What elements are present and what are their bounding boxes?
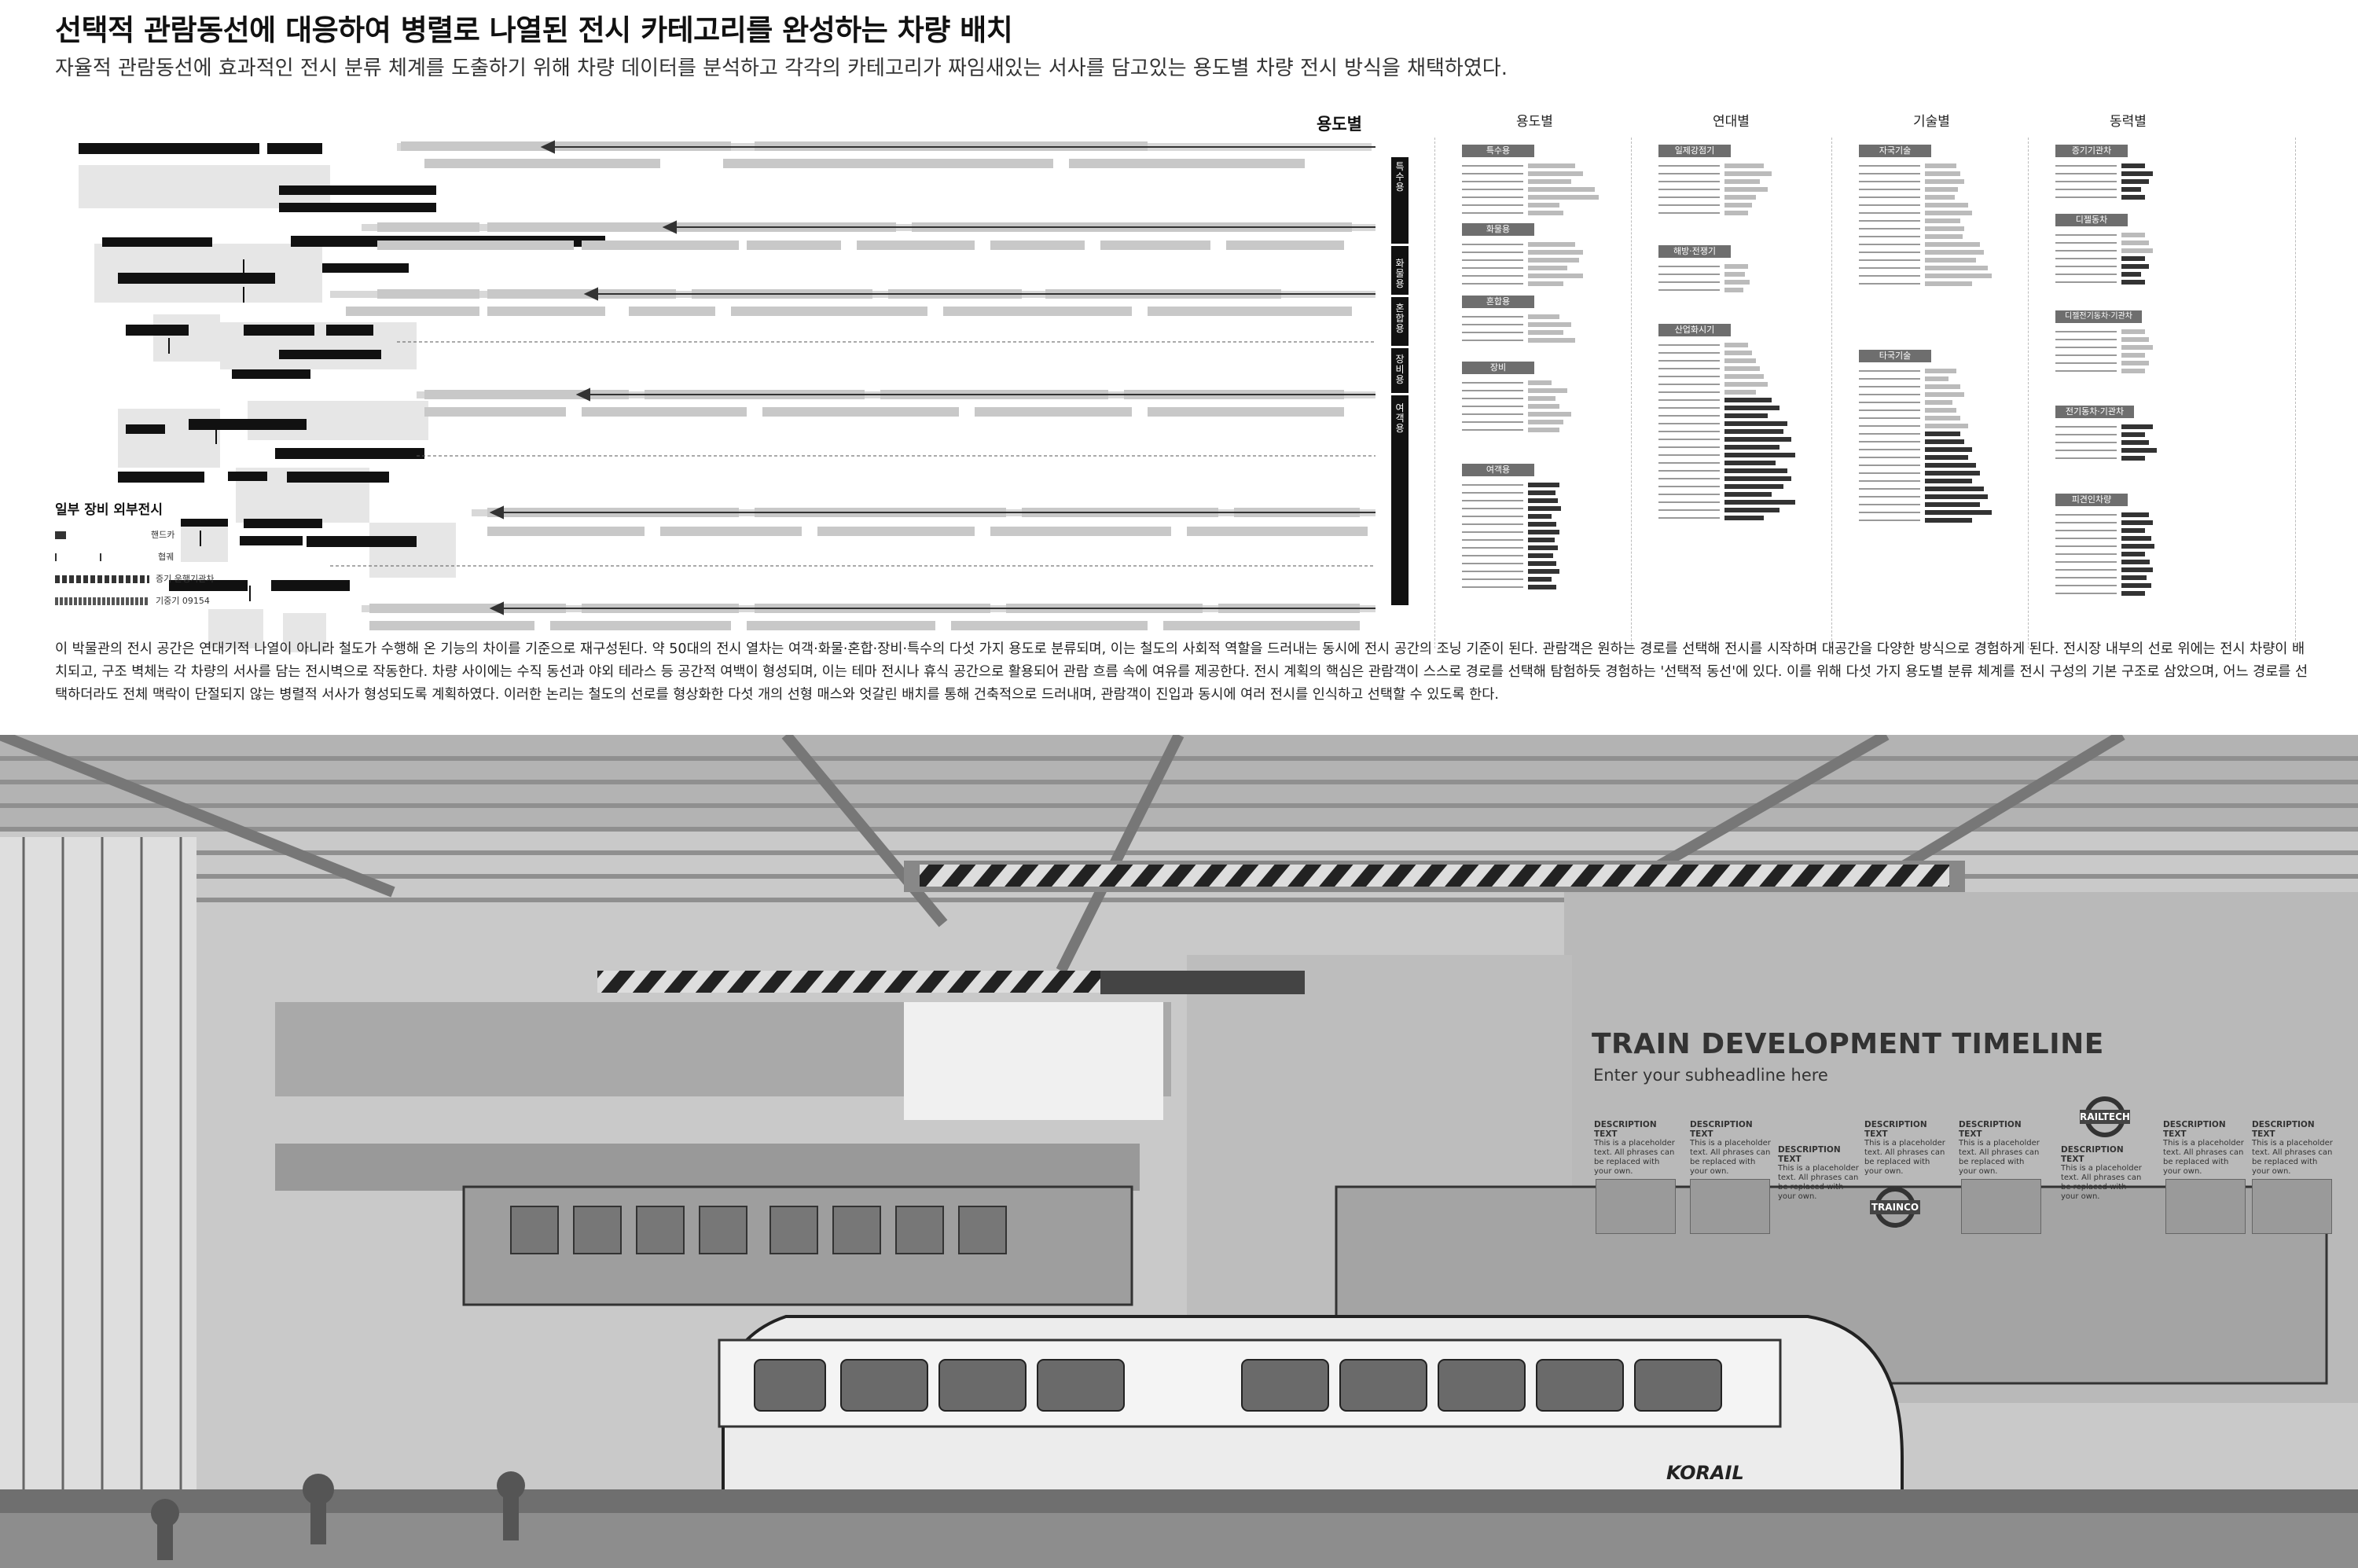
vehicle-list [1658, 261, 1816, 295]
description-paragraph: 이 박물관의 전시 공간은 연대기적 나열이 아니라 철도가 수행해 온 기능의… [55, 641, 2308, 703]
divider [2295, 138, 2297, 648]
tab-equipment: 장비용 [1391, 346, 1409, 402]
trainco-logo: TRAINCO [1870, 1187, 1920, 1228]
vehicle-list [2055, 230, 2213, 287]
page-subtitle: 자율적 관람동선에 효과적인 전시 분류 체계를 도출하기 위해 차량 데이터를… [55, 57, 1508, 80]
column-header: 기술별 [1913, 114, 1950, 130]
page-title: 선택적 관람동선에 대응하여 병렬로 나열된 전시 카테고리를 완성하는 차량 … [55, 13, 1013, 47]
tab-passenger: 여객용 [1391, 393, 1409, 458]
category-column-technology: 기술별 자국기술 타국기술 [1835, 110, 2028, 605]
vehicle-list [2055, 326, 2213, 376]
category-chip: 해방·전쟁기 [1658, 245, 1731, 258]
vehicle-list [1859, 160, 2016, 288]
category-chip: 타국기술 [1859, 350, 1931, 362]
category-column-power: 동력별 증기기관차 디젤동차 디젤전기동차·기관차 전기동차·기관차 피견인차량 [2032, 110, 2291, 605]
tab-mixed: 혼합용 [1391, 295, 1409, 351]
tab-special: 특수용 [1391, 157, 1409, 230]
category-chip: 화물용 [1462, 223, 1534, 236]
timeline-subtitle: Enter your subheadline here [1593, 1066, 1828, 1085]
legend-steam-loco: 증기 운행기관차 [55, 572, 214, 585]
category-chip: 자국기술 [1859, 145, 1931, 157]
vehicle-list [2055, 421, 2213, 463]
timeline-photo [1961, 1179, 2041, 1234]
vehicle-list [2055, 509, 2213, 598]
railtech-logo: RAILTECH [2080, 1096, 2130, 1137]
category-chip: 특수용 [1462, 145, 1534, 157]
divider [1631, 138, 1633, 648]
vehicle-list [1658, 160, 1816, 218]
category-column-era: 연대별 일제강점기 해방·전쟁기 산업화시기 [1635, 110, 1827, 605]
column-header: 동력별 [2110, 114, 2147, 130]
train-layout-diagram [79, 140, 1376, 652]
category-chip: 전기동차·기관차 [2055, 406, 2134, 418]
vehicle-list [1658, 340, 1816, 523]
diagram-section-label: 용도별 [1317, 115, 1362, 134]
divider [2028, 138, 2029, 648]
timeline-photo [2252, 1179, 2332, 1234]
category-column-usage: 용도별 특수용 화물용 혼합용 장비 여객용 [1438, 110, 1631, 605]
legend-handcar: 핸드카 [55, 528, 174, 541]
vehicle-list [1462, 479, 1619, 592]
museum-interior-rendering [0, 735, 2358, 1568]
timeline-photo [1596, 1179, 1676, 1234]
category-chip: 증기기관차 [2055, 145, 2128, 157]
tab-freight: 화물용 [1391, 244, 1409, 306]
timeline-photo [1690, 1179, 1770, 1234]
divider [1434, 138, 1436, 648]
legend-narrow-gauge: 협궤 [55, 550, 174, 563]
vehicle-list [1462, 377, 1619, 435]
category-chip: 디젤전기동차·기관차 [2055, 310, 2142, 323]
timeline-photo [2165, 1179, 2246, 1234]
category-chip: 디젤동차 [2055, 214, 2128, 226]
korail-train-logo: KORAIL [1666, 1462, 1744, 1484]
category-chip: 일제강점기 [1658, 145, 1731, 157]
vehicle-list [1462, 311, 1619, 345]
category-chip: 여객용 [1462, 464, 1534, 476]
category-chip: 산업화시기 [1658, 324, 1731, 336]
vehicle-list [1859, 365, 2016, 525]
legend-crane: 기중기 09154 [55, 594, 210, 607]
vehicle-list [1462, 160, 1619, 218]
category-chip: 피견인차량 [2055, 494, 2128, 506]
column-header: 용도별 [1516, 114, 1553, 130]
divider [1831, 138, 1833, 648]
column-header: 연대별 [1713, 114, 1750, 130]
category-chip: 장비 [1462, 362, 1534, 374]
vehicle-list [2055, 160, 2213, 202]
category-chip: 혼합용 [1462, 296, 1534, 308]
timeline-title: TRAIN DEVELOPMENT TIMELINE [1592, 1028, 2104, 1060]
vehicle-list [1462, 239, 1619, 288]
external-equipment-title: 일부 장비 외부전시 [55, 502, 163, 518]
